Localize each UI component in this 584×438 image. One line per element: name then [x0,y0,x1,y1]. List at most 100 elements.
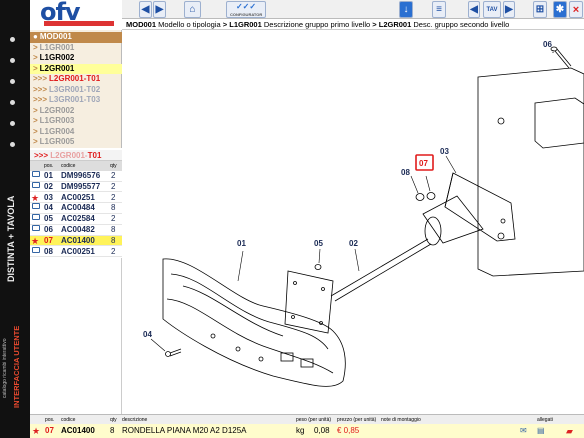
flag-icon[interactable]: ★ [31,192,40,203]
cart-button[interactable]: ⊞ [533,1,547,18]
tree-item[interactable]: >L1GR003 [30,116,122,127]
tree-item[interactable]: >L2GR002 [30,106,122,117]
tree-item-prefix: > [33,126,38,136]
back-button[interactable]: ◀ [139,1,152,18]
nut-08[interactable] [415,193,425,201]
table-title-suffix: T01 [87,151,102,160]
nav-dot[interactable] [10,79,15,84]
detail-unit: kg [296,426,305,435]
breadcrumb-l1-code[interactable]: L1GR001 [229,20,262,29]
col-code[interactable]: codice [61,163,76,169]
cart-icon[interactable] [32,171,40,177]
parts-cell-pos: 05 [44,214,53,224]
parts-table-empty [30,258,122,414]
tree-item[interactable]: >>>L3GR001-T02 [30,85,122,96]
tree-item[interactable]: >L2GR001 [30,63,122,74]
tree-item-label: L1GR004 [39,126,75,136]
brand-tag [44,21,114,26]
col-pos[interactable]: pos. [44,163,54,169]
tree-item-label: L1GR005 [39,137,75,146]
callout-04[interactable]: 04 [143,330,152,339]
breadcrumb-model-code[interactable]: MOD001 [126,20,157,29]
detail-pos: 07 [45,426,54,435]
table-title: >>> L2GR001-T01 [30,150,122,161]
left-rail: DISTINTA + TAVOLA INTERFACCIA UTENTE cat… [0,0,30,438]
cart-icon[interactable] [32,246,40,253]
bolt-06[interactable] [550,46,558,52]
tree-item[interactable]: >>>L2GR001-T01 [30,74,122,85]
list-view-button[interactable]: ≡ [432,1,446,18]
callout-07[interactable]: 07 [419,159,428,168]
parts-cell-code: AC00482 [61,225,95,234]
nut-05[interactable] [314,264,322,270]
nav-dot[interactable] [10,37,15,42]
cart-icon[interactable] [32,181,40,188]
tree-item[interactable]: >>>L3GR001-T03 [30,95,122,106]
cone-part [422,195,484,244]
cart-icon[interactable] [32,203,40,210]
nav-dot[interactable] [10,121,15,126]
tree-item-prefix: >>> [33,84,48,94]
settings-button[interactable]: ✱ [553,1,567,18]
prev-page-button[interactable]: ◀ [468,1,480,18]
tree-item[interactable]: ●MOD001 [30,32,122,43]
detail-col-price: prezzo (per unità) [337,417,377,423]
table-view-button[interactable]: TAV [483,1,501,18]
mail-icon[interactable]: ✉ [520,426,527,435]
parts-cell-pos: 07 [44,235,53,245]
configurator-button[interactable]: ✓✓✓ CONFIGURATOR [226,1,266,18]
back-plate [477,67,584,277]
callout-06[interactable]: 06 [543,40,552,49]
tree-item-label: L1GR001 [39,42,75,52]
car-icon[interactable]: ▰ [566,426,573,436]
callout-05[interactable]: 05 [314,239,323,248]
detail-row[interactable]: ★ 07 AC01400 8 RONDELLA PIANA M20 A2 D12… [30,424,584,438]
selected-callout-box [415,154,434,171]
washer-07[interactable] [426,192,436,200]
callout-02[interactable]: 02 [349,239,358,248]
plate-hole [497,117,505,125]
tree-item[interactable]: >L1GR002 [30,53,122,64]
nav-dot[interactable] [10,142,15,147]
tree-item[interactable]: >L1GR005 [30,137,122,148]
next-page-button[interactable]: ▶ [503,1,515,18]
nav-dot[interactable] [10,100,15,105]
nav-dot[interactable] [10,58,15,63]
attachment-icon[interactable]: ▤ [537,426,545,435]
breadcrumb-l2-code[interactable]: L2GR001 [378,20,412,29]
parts-cell-code: DM996576 [61,171,101,180]
cart-icon[interactable] [32,214,40,221]
parts-cell-pos: 04 [44,203,53,213]
callout-03[interactable]: 03 [440,147,449,156]
callout-01[interactable]: 01 [237,239,246,248]
tree-item-prefix: ● [33,32,38,41]
detail-price: € 0,85 [337,426,360,435]
bolt-04[interactable] [165,351,171,357]
tree-item-label: L1GR003 [39,116,75,125]
home-button[interactable]: ⌂ [184,1,201,18]
parts-cell-pos: 02 [44,181,53,191]
flag-icon[interactable]: ★ [31,235,40,246]
download-button[interactable]: ↓ [399,1,413,18]
parts-cell-qty: 8 [111,225,116,234]
cart-icon[interactable] [32,225,40,231]
tree-item[interactable]: >L1GR001 [30,43,122,54]
rail-subtitle: INTERFACCIA UTENTE [12,325,21,408]
col-qty[interactable]: qty [110,163,117,169]
callout-08[interactable]: 08 [401,168,410,177]
tree-item[interactable]: >L1GR004 [30,127,122,138]
close-button[interactable]: × [569,1,583,18]
forward-button[interactable]: ▶ [153,1,166,18]
tree-item-label: L2GR001 [39,63,75,73]
tree-item-prefix: > [33,53,38,62]
bumper[interactable] [162,258,346,387]
tree-item-prefix: > [33,137,38,146]
